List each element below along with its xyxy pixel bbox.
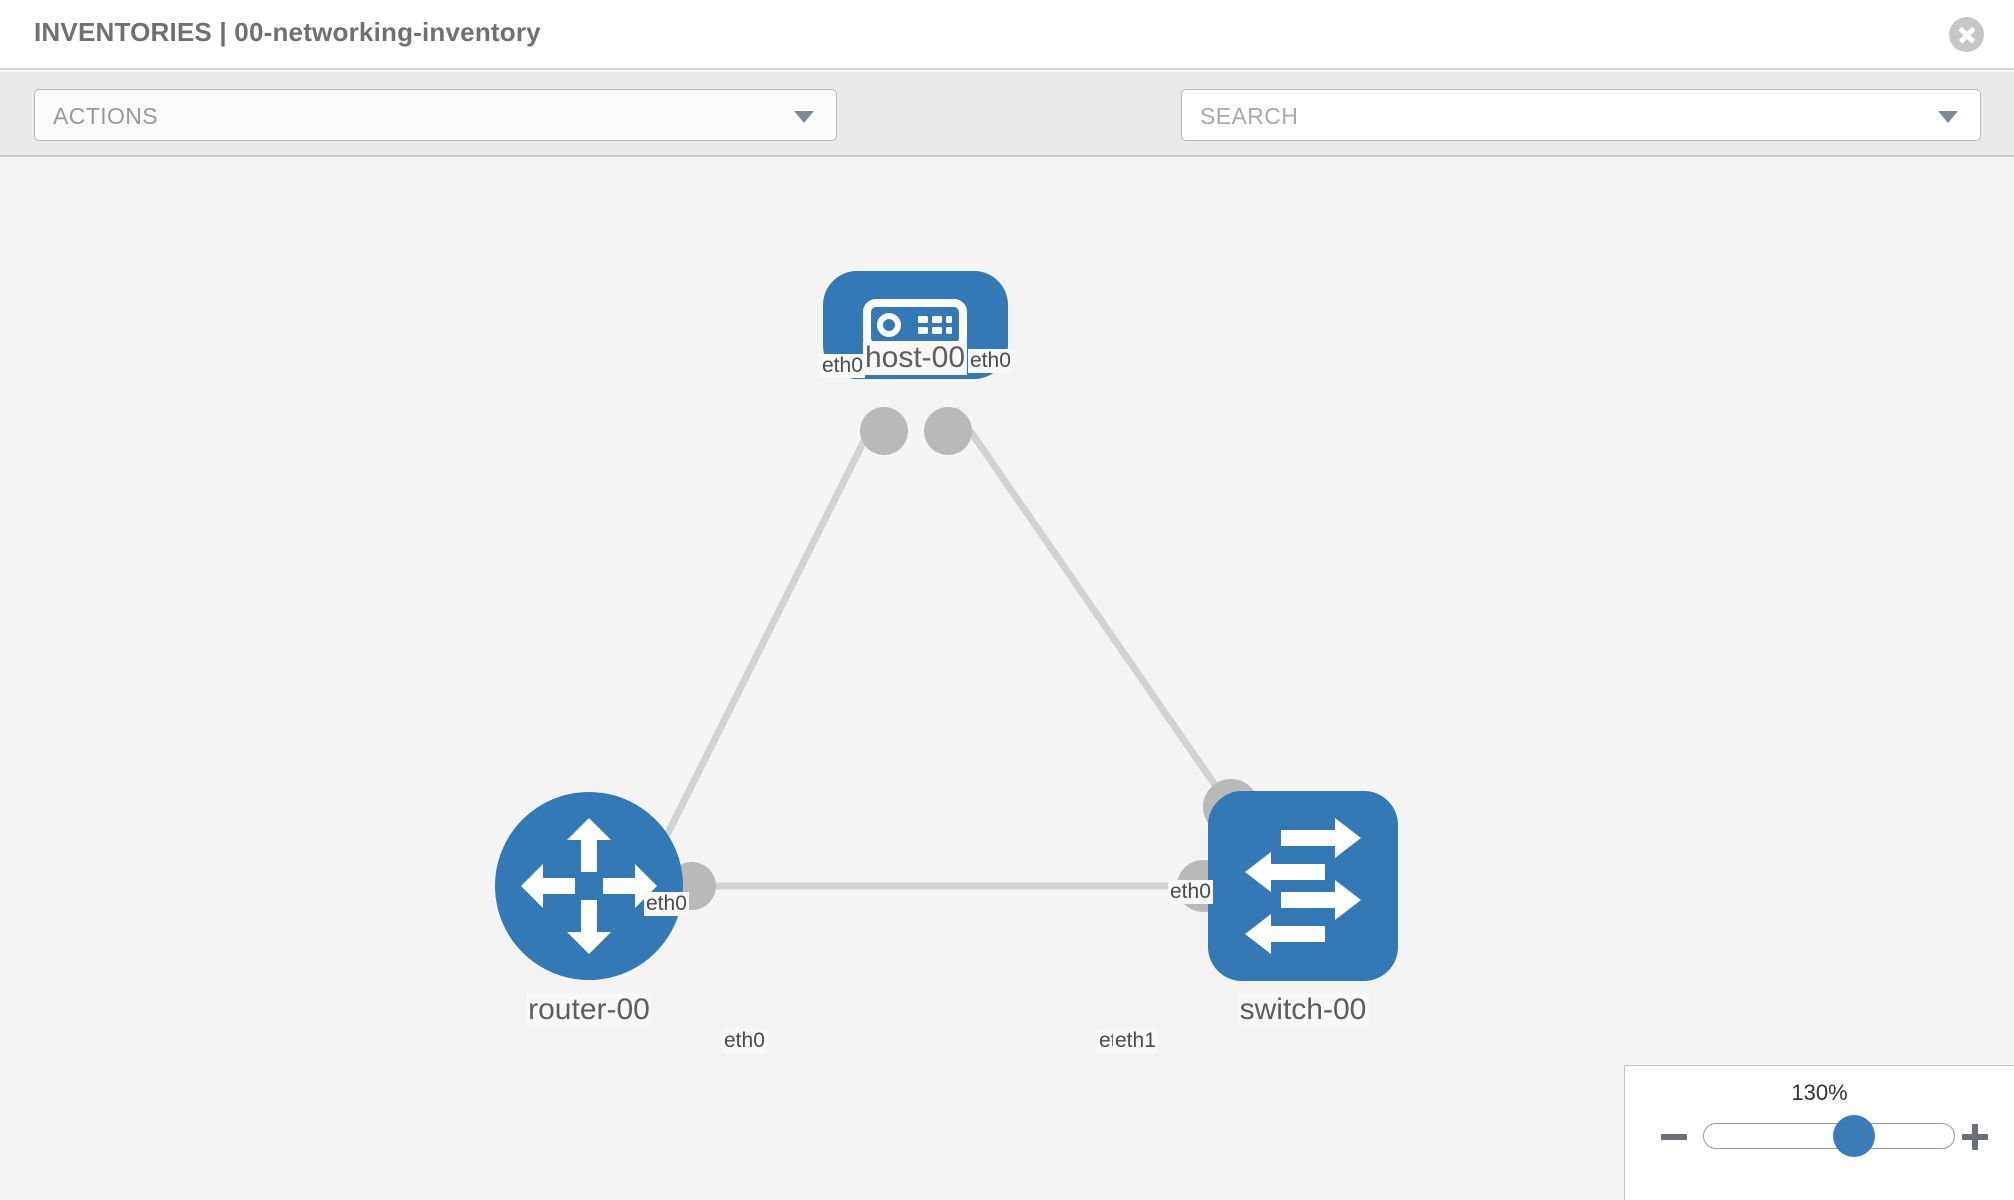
edge-label-switch-eth1: eth1 (1113, 1029, 1158, 1053)
node-switch-00 (1208, 791, 1398, 981)
port-host-left (860, 407, 908, 455)
edge-host-router (656, 407, 884, 851)
zoom-percent-label: 130% (1791, 1080, 1848, 1105)
search-placeholder: SEARCH (1200, 103, 1299, 129)
minus-icon[interactable] (1659, 1122, 1689, 1152)
node-label-host-00: host-00 (862, 341, 968, 375)
chevron-down-icon (794, 111, 814, 123)
toolbar: ACTIONS SEARCH (0, 72, 2014, 206)
edge-label-switch-eth0-up: eth0 (1168, 880, 1213, 904)
minus-icon-bar (1661, 1134, 1687, 1140)
zoom-slider[interactable] (1703, 1115, 1955, 1157)
switch-arrows-icon (1245, 818, 1361, 954)
zoom-slider-thumb[interactable] (1833, 1115, 1875, 1157)
node-label-switch-00: switch-00 (1237, 993, 1369, 1027)
node-label-router-00: router-00 (526, 993, 652, 1027)
edge-label-host-eth0-right: eth0 (968, 349, 1013, 373)
topology-canvas[interactable]: host-00 router-00 switch-00 eth0 eth0 et… (0, 159, 2014, 1200)
plus-icon[interactable] (1960, 1122, 1990, 1152)
port-host-right (924, 407, 972, 455)
edge-label-host-eth0-left: eth0 (820, 354, 865, 378)
edge-label-router-eth0-right: eth0 (722, 1029, 767, 1053)
page-title: INVENTORIES | 00-networking-inventory (34, 17, 541, 47)
plus-icon-bar-v (1972, 1124, 1978, 1150)
page-header: INVENTORIES | 00-networking-inventory (0, 0, 2014, 70)
close-icon[interactable] (1949, 17, 1984, 52)
edge-label-router-eth0-up: eth0 (644, 892, 689, 916)
actions-dropdown-label: ACTIONS (53, 103, 159, 129)
node-router-00 (495, 792, 683, 980)
topology-edges (656, 407, 1238, 890)
actions-dropdown[interactable]: ACTIONS (34, 89, 837, 141)
chevron-down-icon[interactable] (1938, 111, 1958, 123)
topology-graph (495, 271, 1398, 981)
zoom-control-panel: 130% (1624, 1065, 2014, 1200)
router-arrows-icon (521, 818, 657, 954)
edge-host-switch (952, 407, 1238, 816)
search-input[interactable]: SEARCH (1181, 89, 1981, 141)
